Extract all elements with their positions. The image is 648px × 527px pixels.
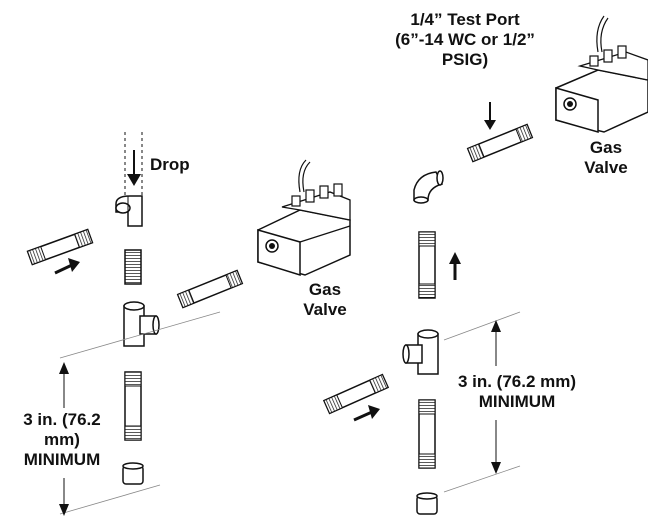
minimum-right-line1: 3 in. (76.2 mm) bbox=[457, 372, 577, 391]
test-port-label-line2: (6”-14 WC or 1/2” bbox=[395, 30, 535, 49]
test-port-arrow bbox=[484, 102, 496, 130]
gas-valve-right-label: Gas Valve bbox=[570, 138, 642, 178]
minimum-right-line2: MINIMUM bbox=[478, 392, 556, 411]
nipple-left-incoming bbox=[26, 228, 94, 266]
gas-valve-left-label: Gas Valve bbox=[290, 280, 360, 320]
minimum-left-line2: mm) bbox=[44, 430, 80, 449]
dim-line-top-right bbox=[443, 311, 521, 341]
nipple-to-valve-left bbox=[176, 269, 244, 309]
drip-leg-nipple-left bbox=[124, 371, 142, 441]
gas-valve-left-line1: Gas bbox=[308, 280, 342, 299]
flow-arrow-up-right bbox=[449, 252, 461, 280]
drop-label: Drop bbox=[150, 155, 190, 174]
gas-valve-left bbox=[257, 159, 351, 277]
drip-cap-left bbox=[122, 462, 144, 485]
drop-arrow bbox=[127, 150, 141, 186]
minimum-left-line3: MINIMUM bbox=[23, 450, 101, 469]
gas-valve-right-line1: Gas bbox=[589, 138, 623, 157]
gas-valve-left-line2: Valve bbox=[303, 300, 347, 319]
tee-fitting-right bbox=[402, 329, 439, 375]
dim-arrow-right bbox=[491, 320, 501, 474]
gas-valve-right bbox=[555, 15, 648, 133]
flow-arrow-left bbox=[54, 258, 80, 275]
nipple-vertical-short-left bbox=[124, 249, 142, 285]
elbow-fitting-right bbox=[413, 170, 444, 204]
dim-arrow-left bbox=[59, 362, 69, 516]
test-port-label-line3: PSIG) bbox=[441, 50, 489, 69]
elbow-fitting-left bbox=[115, 195, 143, 227]
nipple-to-valve-right bbox=[466, 123, 534, 163]
minimum-left-label: 3 in. (76.2 mm) MINIMUM bbox=[0, 410, 124, 470]
dim-line-bottom-left bbox=[59, 484, 161, 515]
drip-leg-nipple-right bbox=[418, 399, 436, 469]
gas-valve-right-line2: Valve bbox=[584, 158, 628, 177]
nipple-right-incoming bbox=[322, 373, 390, 415]
test-port-label-line1: 1/4” Test Port bbox=[410, 10, 520, 29]
drip-cap-right bbox=[416, 492, 438, 515]
minimum-left-line1: 3 in. (76.2 bbox=[23, 410, 101, 429]
minimum-right-label: 3 in. (76.2 mm) MINIMUM bbox=[432, 372, 602, 412]
dim-line-top-left bbox=[59, 311, 221, 359]
left-assembly bbox=[26, 132, 351, 516]
test-port-label: 1/4” Test Port (6”-14 WC or 1/2” PSIG) bbox=[360, 10, 570, 70]
riser-nipple-right bbox=[418, 231, 436, 299]
right-assembly bbox=[322, 15, 648, 515]
dim-line-bottom-right bbox=[443, 465, 521, 493]
flow-arrow-right bbox=[353, 405, 380, 422]
tee-fitting-left bbox=[123, 301, 160, 347]
